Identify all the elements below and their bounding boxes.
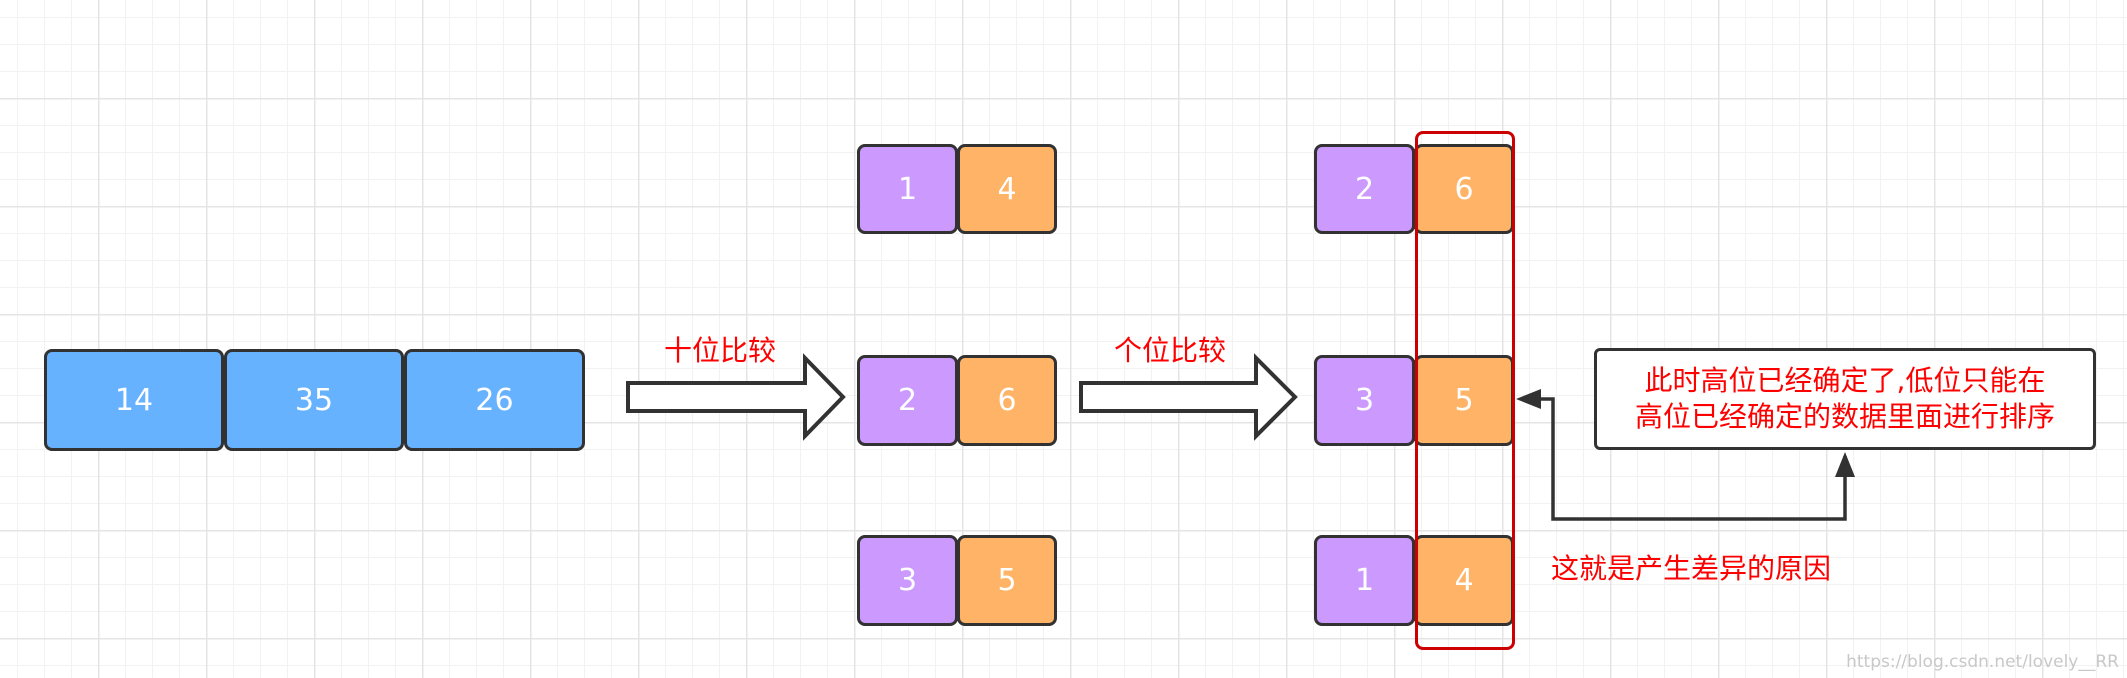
tens-result-row3-ones: 5 [957,535,1057,626]
ones-compare-label: 个位比较 [1114,334,1227,367]
connector-arrowhead-left [1516,389,1541,409]
ones-result-row2-tens: 3 [1314,355,1415,446]
tens-result-row2-tens: 2 [857,355,958,446]
arrow-tens-compare [626,353,846,441]
tens-result-row3-tens: 3 [857,535,958,626]
cause-label: 这就是产生差异的原因 [1551,552,1832,585]
connector-arrowhead-up [1835,452,1855,477]
note-line-2: 高位已经确定的数据里面进行排序 [1634,400,2055,433]
ones-column-highlight [1415,131,1515,650]
ones-result-row3-ones: 4 [1414,535,1514,626]
tens-compare-label: 十位比较 [664,334,777,367]
ones-result-row1-ones: 6 [1414,144,1514,234]
ones-result-row3-tens: 1 [1314,535,1415,626]
arrow-ones-compare [1079,353,1298,441]
array-cell-26: 26 [404,349,585,451]
array-cell-14: 14 [44,349,224,451]
explanation-note: 此时高位已经确定了,低位只能在 高位已经确定的数据里面进行排序 [1594,348,2096,450]
tens-result-row2-ones: 6 [957,355,1057,446]
ones-result-row1-tens: 2 [1314,144,1415,234]
connector-line [1530,397,1847,521]
array-cell-35: 35 [224,349,404,451]
tens-result-row1-tens: 1 [857,144,958,234]
watermark-text: https://blog.csdn.net/lovely__RR [1846,652,2119,672]
tens-result-row1-ones: 4 [957,144,1057,234]
note-line-1: 此时高位已经确定了,低位只能在 [1644,364,2046,397]
